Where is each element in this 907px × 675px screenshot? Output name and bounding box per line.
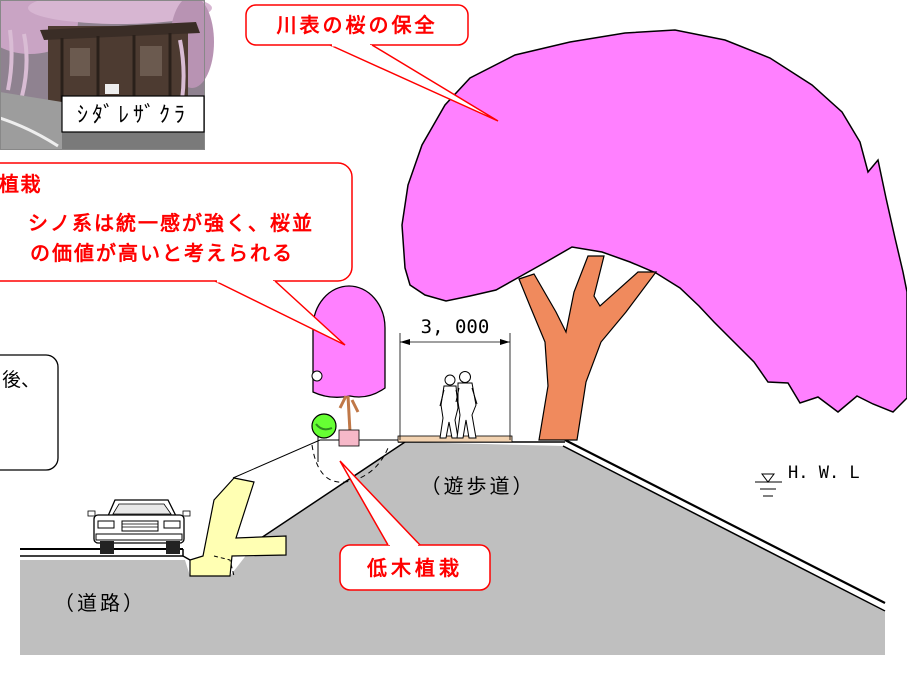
pedestrian-body — [456, 382, 477, 439]
small-tree-canopy — [312, 285, 386, 398]
shrub-area-dashed-outline — [311, 444, 389, 483]
callout-tree-planting-line2: シノ系は統一感が強く、桜並 — [28, 211, 314, 235]
photo-blossom — [28, 0, 212, 24]
shrub-shading — [315, 423, 333, 431]
pedestrians — [439, 371, 478, 439]
embankment-left-slope-line — [257, 441, 406, 541]
photo-sign — [105, 84, 119, 94]
small-tree-planting-base — [338, 429, 360, 447]
car-grille-bars — [122, 523, 158, 528]
car — [87, 499, 191, 554]
shrub — [311, 413, 337, 439]
high-water-level-label: H. W. L — [788, 463, 860, 483]
car-headlight — [97, 520, 115, 529]
road-label: （道路） — [54, 591, 146, 615]
embankment-right-slope-inner-line — [562, 445, 886, 612]
walkway-label: （遊歩道） — [421, 474, 536, 498]
small-tree-canopy-notch — [311, 370, 323, 382]
callout-pointer — [329, 44, 499, 122]
weeping-cherry-photo — [0, 0, 214, 150]
callout-shrub-planting: 低木植栽 — [339, 460, 491, 591]
callout-shrub-planting-text: 低木植栽 — [366, 556, 463, 580]
water-level-triangle-icon — [761, 473, 775, 483]
car-windshield — [112, 503, 172, 515]
side-note-frame — [0, 354, 59, 471]
pedestrian-arm — [455, 387, 478, 405]
callout-tree-planting: 植栽 シノ系は統一感が強く、桜並 の価値が高いと考えられる — [0, 162, 353, 346]
side-note-text: 後、 — [2, 369, 40, 391]
retaining-wall-hidden-line — [213, 555, 235, 577]
pedestrian-head — [444, 374, 456, 386]
photo-road — [0, 92, 62, 150]
riverside-cherry-trunk — [518, 255, 658, 441]
car-mirror — [87, 510, 96, 517]
photo-building-roof — [40, 22, 200, 40]
pedestrian-body — [439, 385, 459, 439]
side-note-box: 後、 — [0, 354, 59, 471]
car-bumper — [95, 533, 183, 541]
upper-slope-line — [232, 439, 398, 479]
photo-building-window — [140, 46, 162, 76]
photo-building-window — [70, 48, 90, 76]
pedestrian-head — [459, 371, 471, 383]
high-water-level-marker: H. W. L — [755, 463, 860, 497]
callout-tree-planting-line1: 植栽 — [0, 172, 42, 196]
callout-pointer — [339, 460, 421, 546]
callout-tree-planting-line3: の価値が高いと考えられる — [30, 241, 294, 265]
photo-caption-box — [61, 95, 205, 133]
callout-pointer — [214, 280, 346, 346]
walkway-width-dimension: 3, 000 — [399, 316, 511, 440]
car-wheel — [166, 541, 180, 554]
small-tree-trunk — [338, 395, 360, 433]
dimension-arrowhead — [500, 339, 510, 345]
car-headlight — [163, 520, 181, 529]
photo-frame — [0, 0, 205, 150]
callout-riverside-cherry: 川表の桜の保全 — [245, 4, 499, 122]
car-grille — [121, 520, 159, 532]
embankment-right-slope-line — [564, 439, 886, 604]
car-wheel — [100, 541, 114, 554]
riverside-cherry-canopy — [401, 29, 907, 413]
photo-caption: ｼﾀﾞﾚｻﾞｸﾗ — [77, 103, 189, 128]
callout-box — [0, 162, 353, 282]
dimension-value: 3, 000 — [421, 316, 490, 338]
road-curb — [182, 549, 191, 561]
callout-riverside-cherry-text: 川表の桜の保全 — [276, 13, 438, 37]
car-mirror — [182, 510, 191, 517]
photo-hanging-branches — [6, 29, 186, 101]
dimension-arrowhead — [400, 339, 410, 345]
photo-road-marking — [0, 116, 59, 148]
